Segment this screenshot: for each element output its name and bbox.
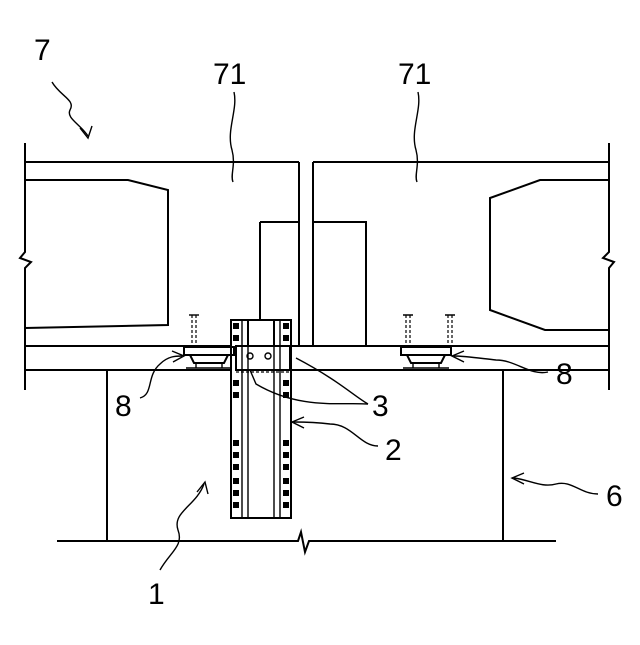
label-post: 2 (385, 434, 402, 467)
label-bearing-right: 8 (556, 358, 573, 391)
label-bridge: 7 (34, 34, 51, 67)
bolt-column-right (283, 323, 289, 508)
label-girder-left: 71 (213, 58, 246, 91)
label-bracket: 3 (372, 390, 389, 423)
pier (57, 370, 556, 552)
restraint-device (231, 320, 291, 518)
label-girder-right: 71 (398, 58, 431, 91)
bearing-left (184, 315, 234, 368)
bridge-superstructure (20, 143, 614, 390)
label-device: 1 (148, 578, 165, 611)
bearing-right (401, 315, 455, 368)
label-pier: 6 (606, 480, 623, 513)
label-bearing-left: 8 (115, 390, 132, 423)
